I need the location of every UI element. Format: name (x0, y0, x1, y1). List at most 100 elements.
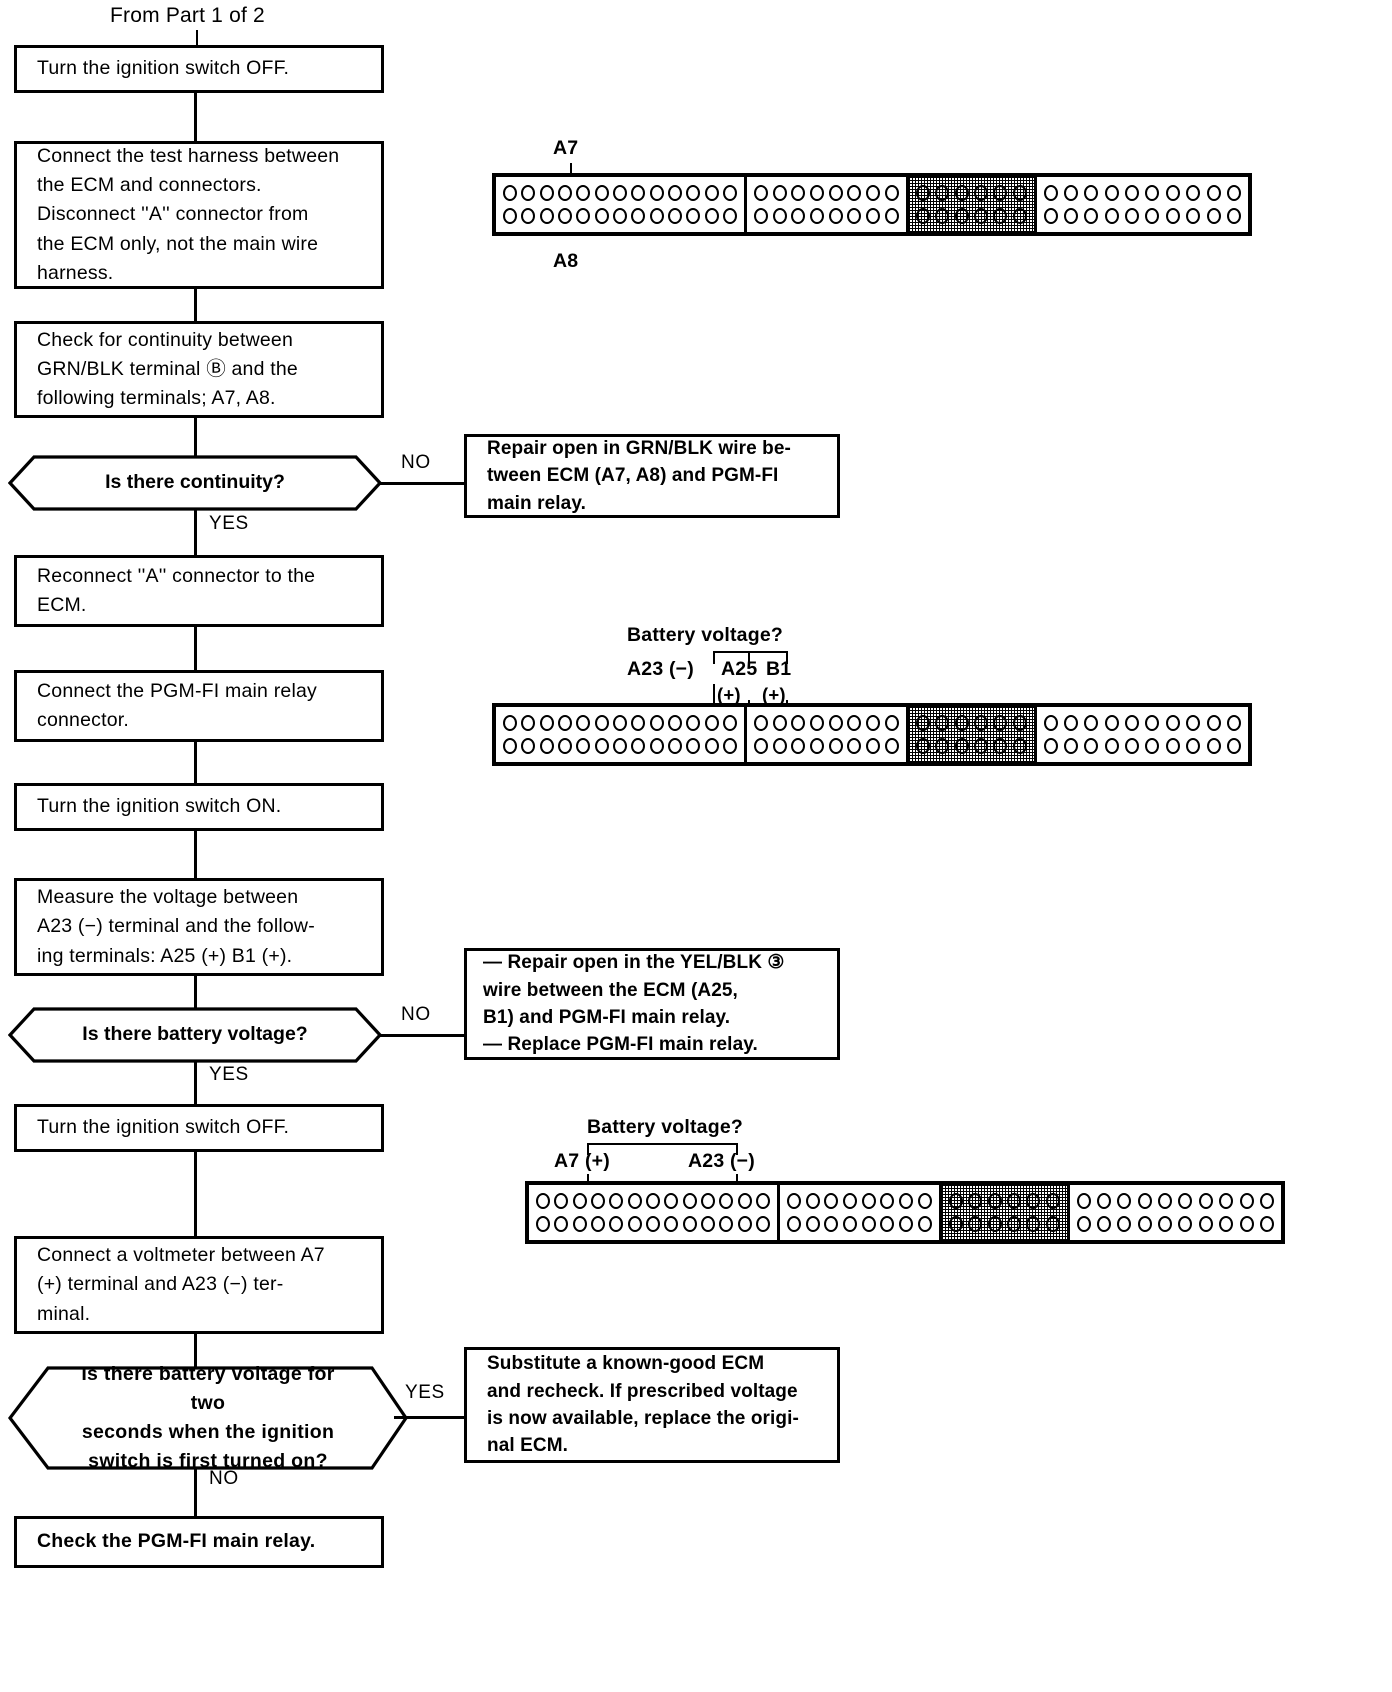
callout-b1: B1 (766, 658, 792, 680)
step-connect-voltmeter: Connect a voltmeter between A7 (+) termi… (14, 1236, 384, 1334)
pin (828, 715, 843, 732)
pin (1076, 1193, 1091, 1210)
pin (993, 207, 1008, 224)
pin (810, 715, 825, 732)
pin (1117, 1193, 1132, 1210)
pin-row-top (503, 185, 738, 202)
pin (1006, 1193, 1021, 1210)
decision-text: Is there battery voltage? (82, 1023, 308, 1046)
pin (704, 737, 719, 754)
pin (649, 185, 664, 202)
pin (737, 1193, 752, 1210)
result-text: — Repair open in the YEL/BLK ③ wire betw… (483, 952, 785, 1056)
pin (646, 1215, 661, 1232)
pin (805, 1215, 820, 1232)
connector-line-4 (194, 627, 197, 672)
step-connect-pgmfi-relay: Connect the PGM-FI main relay connector. (14, 670, 384, 742)
pin-row-top (503, 715, 738, 732)
branch-line-no-1 (378, 482, 466, 485)
pin (968, 1193, 983, 1210)
pin (935, 715, 950, 732)
step-text: Connect the PGM-FI main relay connector. (37, 679, 317, 731)
step-text: Check the PGM-FI main relay. (37, 1530, 316, 1553)
pin (1043, 715, 1058, 732)
pin (594, 185, 609, 202)
pin (756, 1215, 771, 1232)
pin (1043, 207, 1058, 224)
result-text: Substitute a known-good ECM and recheck.… (487, 1353, 799, 1457)
pin (884, 715, 899, 732)
pin (1137, 1215, 1152, 1232)
connector-section-2 (744, 707, 906, 762)
step-text: Connect the test harness between the ECM… (37, 144, 340, 284)
pin (686, 737, 701, 754)
pin (791, 715, 806, 732)
pin (591, 1215, 606, 1232)
pin (866, 715, 881, 732)
pin (1206, 207, 1221, 224)
pin (866, 185, 881, 202)
pin (536, 1193, 550, 1210)
callout-battery-voltage-1: Battery voltage? (627, 624, 783, 646)
pin (1064, 737, 1079, 754)
pin (754, 207, 769, 224)
branch-label-no-1: NO (401, 452, 431, 473)
pin (1084, 715, 1099, 732)
pin (521, 737, 536, 754)
pin (1125, 737, 1140, 754)
pin (1158, 1215, 1173, 1232)
pin-row-top (915, 185, 1027, 202)
step-check-continuity: Check for continuity between GRN/BLK ter… (14, 321, 384, 418)
pin (756, 1193, 771, 1210)
pin (1198, 1193, 1213, 1210)
pin (613, 737, 628, 754)
pin (664, 1193, 679, 1210)
pin (554, 1215, 569, 1232)
hexagon-shape (8, 1366, 408, 1470)
pin (723, 185, 738, 202)
pin (1012, 737, 1027, 754)
pin (1219, 1193, 1234, 1210)
branch-line-yes-1 (194, 508, 197, 556)
pin (1206, 715, 1221, 732)
pin (824, 1215, 839, 1232)
pin (754, 715, 769, 732)
pin (719, 1193, 734, 1210)
pin (1219, 1215, 1234, 1232)
pin (1012, 207, 1027, 224)
pin (810, 207, 825, 224)
connector-line-9 (194, 1334, 197, 1370)
pin-row-bottom (948, 1215, 1060, 1232)
pin (935, 185, 950, 202)
pin (847, 185, 862, 202)
pin (824, 1193, 839, 1210)
pin (954, 737, 969, 754)
pin (737, 1215, 752, 1232)
pin-row-bottom (915, 207, 1027, 224)
pin (1137, 1193, 1152, 1210)
pin (1259, 1215, 1274, 1232)
pin (536, 1215, 550, 1232)
decision-battery-voltage: Is there battery voltage? (8, 1007, 382, 1063)
pin (539, 185, 554, 202)
connector-section-4 (1033, 707, 1248, 762)
pin (701, 1215, 716, 1232)
pin (1226, 737, 1241, 754)
pin (1198, 1215, 1213, 1232)
pin (503, 185, 517, 202)
pin-row-top (536, 1193, 771, 1210)
pin (668, 207, 683, 224)
decision-text: Is there battery voltage for two seconds… (81, 1362, 335, 1473)
pin (1206, 737, 1221, 754)
pin (847, 207, 862, 224)
pin (1226, 207, 1241, 224)
pin (772, 715, 787, 732)
callout-a23-minus-2: A23 (−) (688, 1150, 755, 1172)
pin (791, 185, 806, 202)
pin (1064, 207, 1079, 224)
pin (973, 715, 988, 732)
pin (558, 715, 573, 732)
connector-line-header (196, 30, 198, 48)
pin (668, 737, 683, 754)
